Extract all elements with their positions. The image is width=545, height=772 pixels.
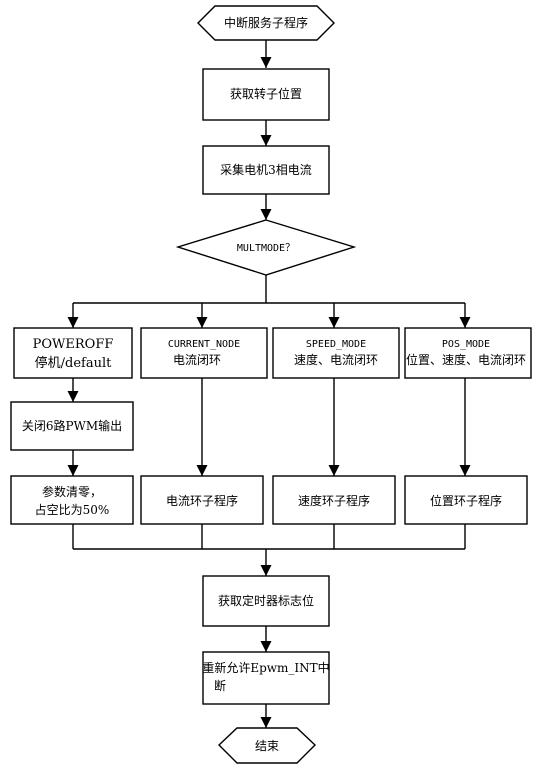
mode-current-node: CURRENT_NODE 电流闭环 [140,327,268,379]
mode-pos-line1: POS_MODE [442,339,490,350]
speed-loop-label: 速度环子程序 [298,493,370,508]
pos-loop-label: 位置环子程序 [430,493,502,508]
close-pwm-label: 关闭6路PWM输出 [22,418,122,433]
clear-params-node: 参数清零， 占空比为50% [10,475,134,525]
mode-poweroff-node: POWEROFF 停机/default [13,327,133,379]
mode-speed-line1: SPEED_MODE [306,339,366,350]
get-timer-flag-label: 获取定时器标志位 [218,593,314,608]
get-rotor-position-node: 获取转子位置 [202,68,330,121]
reenable-interrupt-node: 重新允许Epwm_INT中 断 [202,651,330,705]
get-timer-flag-node: 获取定时器标志位 [202,575,330,627]
sample-current-label: 采集电机3相电流 [220,162,312,177]
mode-current-line2: 电流闭环 [173,353,221,367]
speed-loop-node: 速度环子程序 [272,475,396,525]
end-label: 结束 [255,739,279,753]
current-loop-node: 电流环子程序 [140,475,264,525]
mode-speed-line2: 速度、电流闭环 [294,352,378,367]
mode-pos-node: POS_MODE 位置、速度、电流闭环 [404,327,532,379]
decision-label: MULTMODE？ [237,243,295,254]
decision-node: MULTMODE？ [175,219,357,276]
connectors [67,40,471,728]
pos-loop-node: 位置环子程序 [404,475,528,525]
clear-params-line2: 占空比为50% [35,502,110,517]
get-rotor-position-label: 获取转子位置 [230,86,302,101]
sample-current-node: 采集电机3相电流 [202,145,330,195]
end-node: 结束 [217,727,317,764]
mode-poweroff-line2: 停机/default [35,355,112,371]
mode-pos-line2: 位置、速度、电流闭环 [406,352,526,367]
reenable-interrupt-line2: 断 [214,678,226,693]
start-node: 中断服务子程序 [197,5,335,41]
mode-poweroff-line1: POWEROFF [33,337,114,352]
clear-params-line1: 参数清零， [42,484,102,499]
current-loop-label: 电流环子程序 [166,493,238,508]
close-pwm-node: 关闭6路PWM输出 [10,401,134,451]
mode-current-line1: CURRENT_NODE [168,339,240,350]
start-label: 中断服务子程序 [224,15,308,30]
mode-speed-node: SPEED_MODE 速度、电流闭环 [272,327,400,379]
reenable-interrupt-line1: 重新允许Epwm_INT中 [202,660,329,675]
